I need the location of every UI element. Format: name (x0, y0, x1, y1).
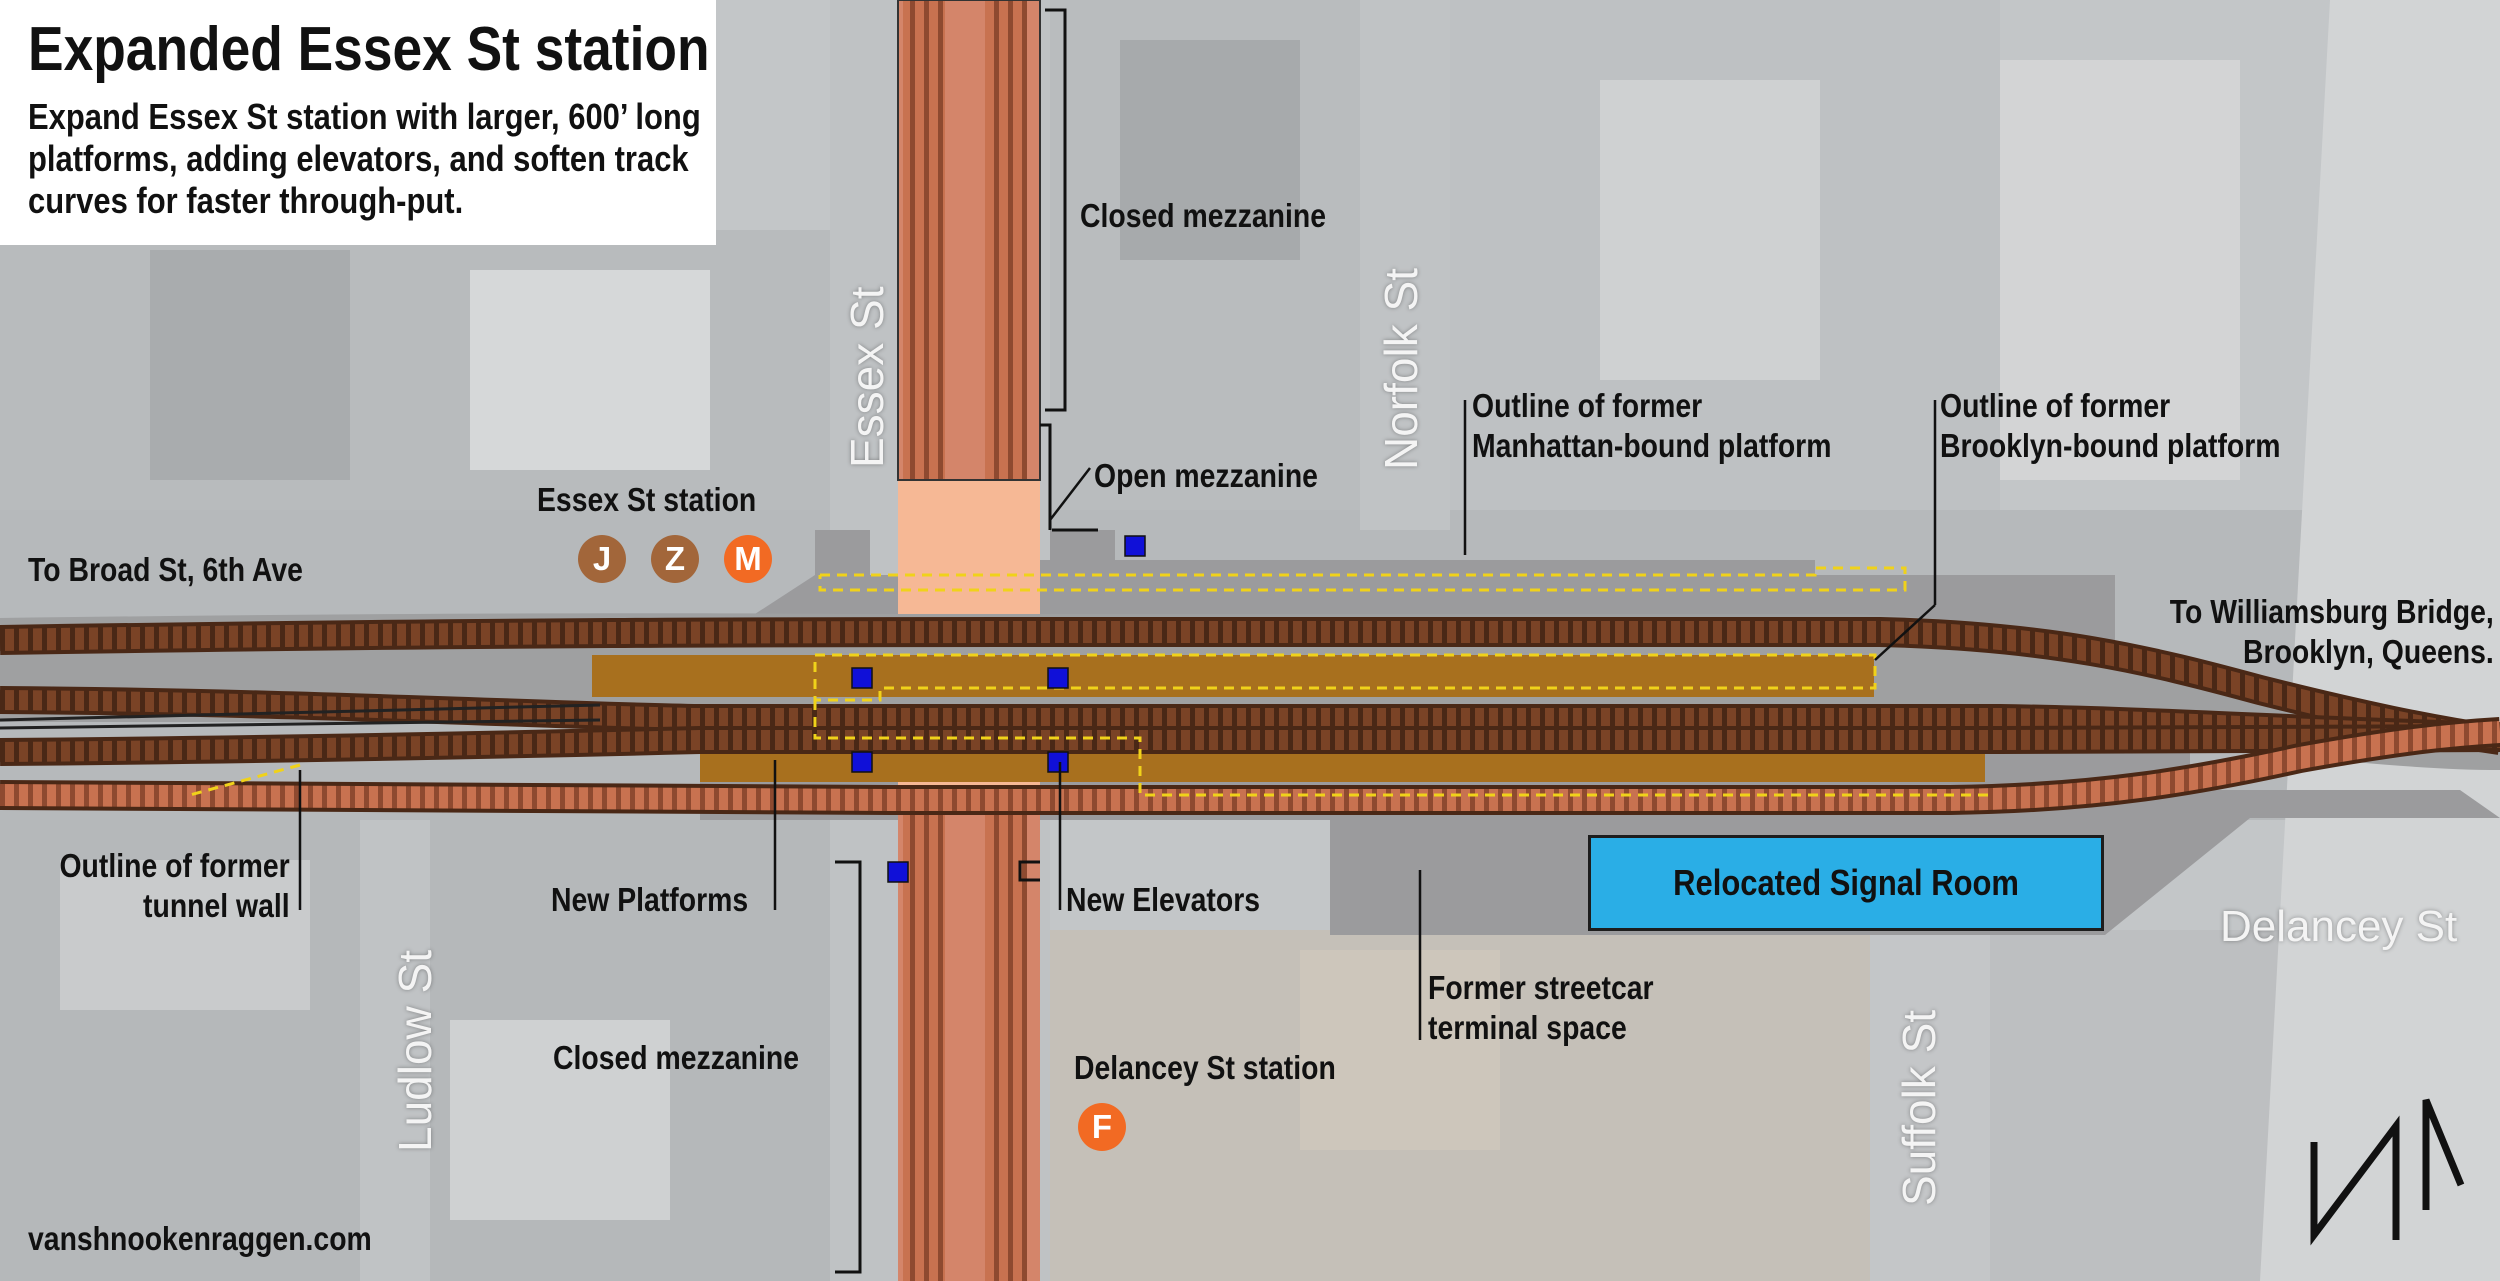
label-delancey-station: Delancey St station (1074, 1049, 1336, 1086)
label-outline-tunnel-line2: tunnel wall (143, 887, 290, 924)
former-outlines (189, 566, 1990, 797)
tracks (0, 617, 2500, 815)
elevator-icon (851, 751, 873, 773)
label-essex-station: Essex St station (537, 481, 757, 518)
label-to-williamsburg: To Williamsburg Bridge, Brooklyn, Queens… (2170, 592, 2494, 672)
label-former-streetcar-line1: Former streetcar (1428, 969, 1654, 1006)
elevator-icon (1047, 667, 1069, 689)
credit-text: vanshnookenraggen.com (28, 1220, 372, 1257)
signal-room-label: Relocated Signal Room (1673, 862, 2019, 903)
label-new-platforms: New Platforms (551, 881, 749, 918)
f-line (897, 0, 1041, 1281)
elevator-icon (1124, 535, 1146, 557)
label-new-elevators: New Elevators (1066, 881, 1261, 918)
label-closed-mezzanine-south: Closed mezzanine (553, 1039, 800, 1076)
street-label-ludlow: Ludlow St (389, 949, 441, 1152)
route-bullet-j: J (578, 535, 626, 583)
label-to-broad: To Broad St, 6th Ave (28, 551, 303, 588)
label-outline-manhattan: Outline of former Manhattan-bound platfo… (1472, 386, 1831, 466)
label-former-streetcar: Former streetcar terminal space (1428, 968, 1654, 1048)
label-outline-brooklyn-line2: Brooklyn-bound platform (1940, 427, 2281, 464)
label-to-williamsburg-line1: To Williamsburg Bridge, (2169, 593, 2494, 630)
label-outline-manhattan-line2: Manhattan-bound platform (1472, 427, 1832, 464)
street-label-norfolk: Norfolk St (1375, 268, 1427, 470)
relocated-signal-room: Relocated Signal Room (1588, 835, 2104, 931)
north-arrow-icon (2310, 1098, 2465, 1246)
label-outline-brooklyn-line1: Outline of former (1940, 387, 2171, 424)
route-bullet-f: F (1078, 1103, 1126, 1151)
label-outline-tunnel: Outline of former tunnel wall (60, 846, 290, 926)
street-label-delancey: Delancey St (2220, 902, 2458, 951)
elevators (851, 535, 1146, 883)
map-title: Expanded Essex St station (28, 15, 710, 84)
label-former-streetcar-line2: terminal space (1428, 1009, 1627, 1046)
label-to-williamsburg-line2: Brooklyn, Queens. (2243, 633, 2494, 670)
label-outline-tunnel-line1: Outline of former (59, 847, 290, 884)
street-label-suffolk: Suffolk St (1893, 1009, 1945, 1206)
label-closed-mezzanine-north: Closed mezzanine (1080, 197, 1327, 234)
label-outline-manhattan-line1: Outline of former (1472, 387, 1703, 424)
elevator-icon (851, 667, 873, 689)
title-panel: Expanded Essex St station Expand Essex S… (0, 0, 716, 245)
route-bullet-z: Z (651, 535, 699, 583)
route-bullet-m: M (724, 535, 772, 583)
street-label-essex: Essex St (841, 286, 893, 468)
elevator-icon (887, 861, 909, 883)
label-open-mezzanine: Open mezzanine (1094, 457, 1318, 494)
label-outline-brooklyn: Outline of former Brooklyn-bound platfor… (1940, 386, 2281, 466)
elevator-icon (1047, 751, 1069, 773)
mezzanine-brackets (835, 8, 1098, 1274)
map-subtitle: Expand Essex St station with larger, 600… (28, 96, 701, 221)
leader-lines (298, 400, 1937, 1040)
